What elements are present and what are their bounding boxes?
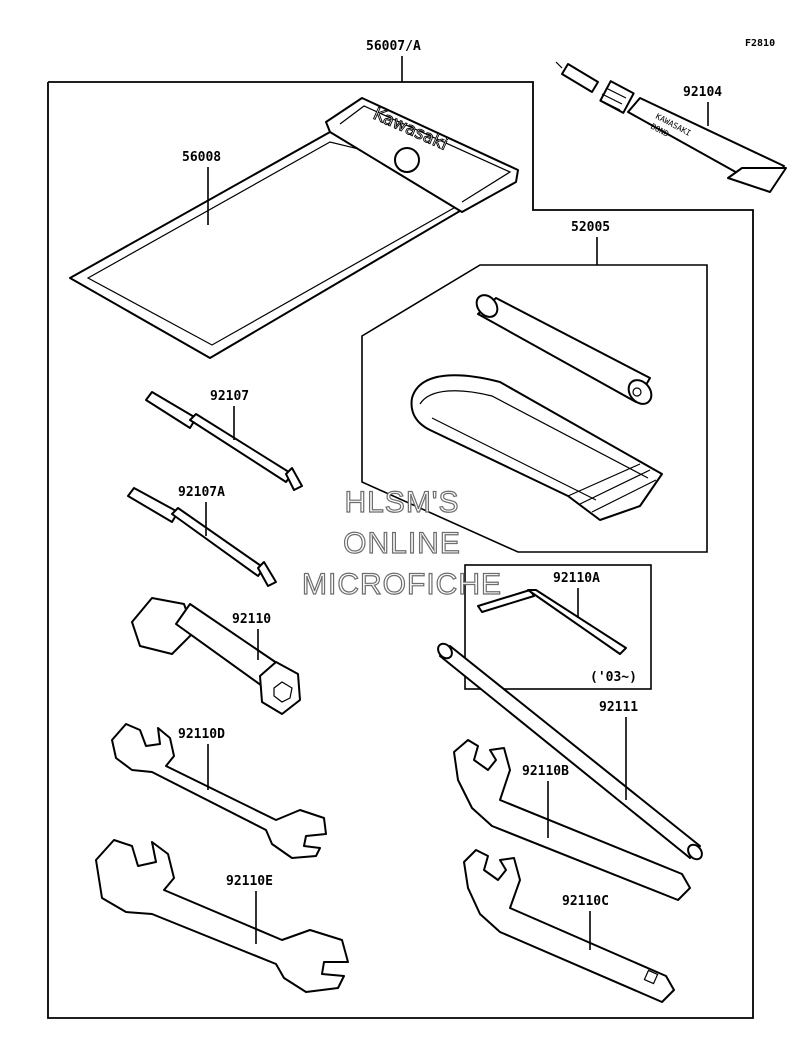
hook-wrench-c-part-number: 92110C xyxy=(562,894,609,909)
air-pump xyxy=(475,294,653,405)
screwdriver-b-part-number: 92107A xyxy=(178,485,225,500)
bond-tube: KAWASAKI BOND xyxy=(555,61,787,193)
screwdriver-92107 xyxy=(145,391,303,491)
bond-part-number: 92104 xyxy=(683,85,722,100)
watermark-line-1: HLSM'S xyxy=(344,486,459,519)
figure-code: F2810 xyxy=(745,38,775,49)
socket-wrench-part-number: 92110 xyxy=(232,612,271,627)
kit-frame xyxy=(47,81,754,1019)
tool-pouch: Kawasaki xyxy=(69,97,519,359)
hex-key-part-number: 92110A xyxy=(553,571,600,586)
extension-bar-part-number: 92111 xyxy=(599,700,638,715)
screwdriver-a-part-number: 92107 xyxy=(210,389,249,404)
wrench-large-part-number: 92110E xyxy=(226,874,273,889)
hex-key xyxy=(477,589,627,655)
wrench-large xyxy=(95,839,349,993)
hex-key-note: ('03~) xyxy=(590,670,637,685)
hex-key-frame xyxy=(464,564,652,690)
socket-wrench xyxy=(131,597,301,715)
pump-kit-frame xyxy=(361,264,708,553)
wrench-small-part-number: 92110D xyxy=(178,727,225,742)
hook-wrench-b-part-number: 92110B xyxy=(522,764,569,779)
wrench-small xyxy=(111,723,327,859)
pump-kit-part-number: 52005 xyxy=(571,220,610,235)
screwdriver-92107a xyxy=(127,487,277,587)
pump-case xyxy=(410,374,663,521)
pouch-part-number: 56008 xyxy=(182,150,221,165)
kit-number-label: 56007/A xyxy=(366,39,421,54)
hook-wrench-c xyxy=(463,849,675,1003)
watermark-line-2: ONLINE xyxy=(343,527,461,560)
hook-wrench-b xyxy=(453,739,691,901)
extension-bar xyxy=(437,642,703,861)
watermark-line-3: MICROFICHE xyxy=(302,568,502,601)
